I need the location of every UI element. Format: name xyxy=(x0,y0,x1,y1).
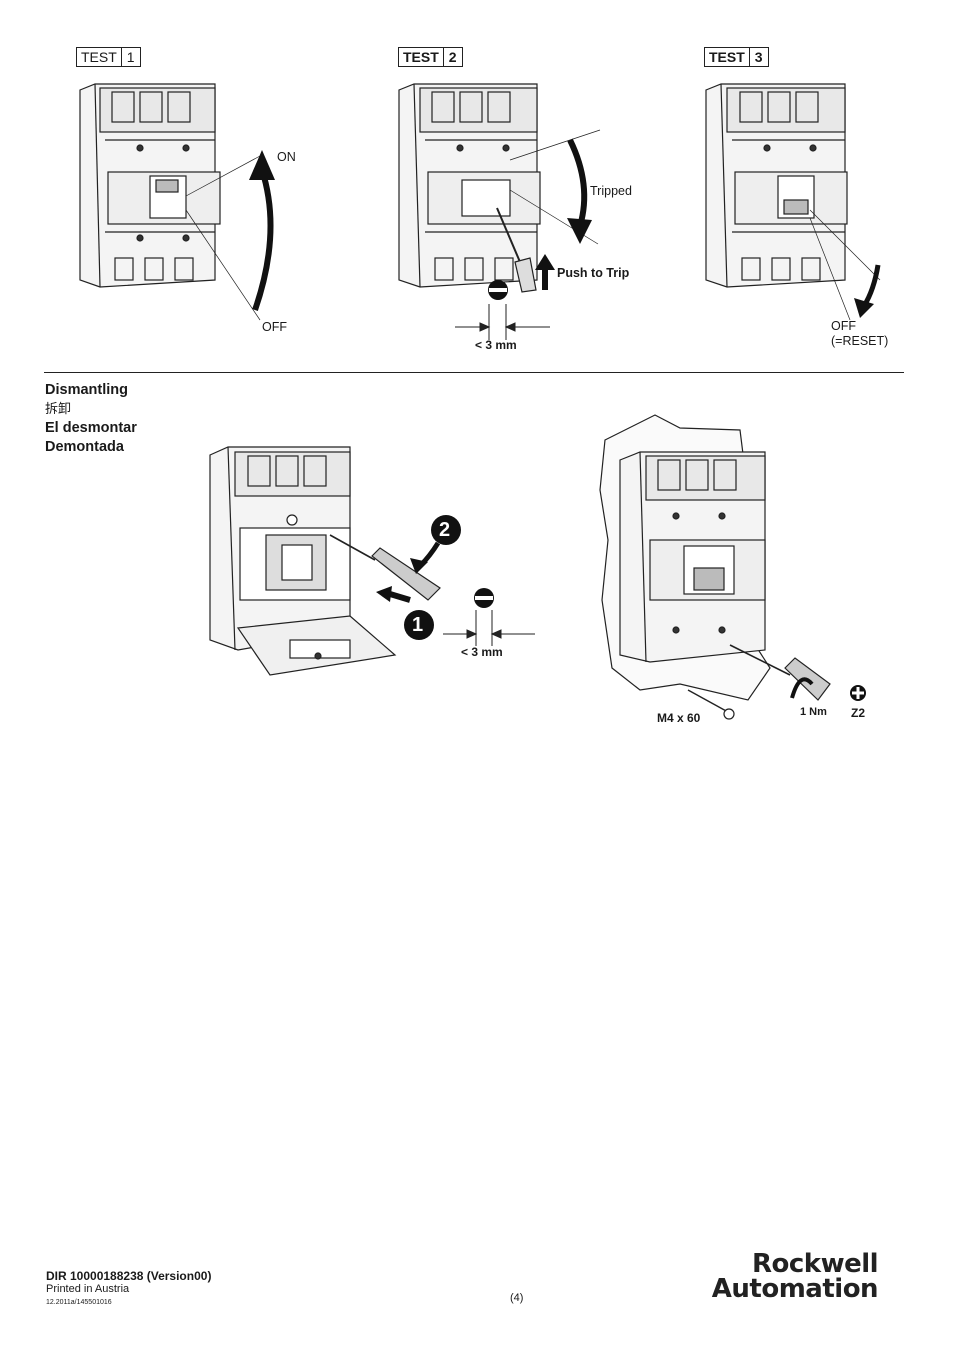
printed-in: Printed in Austria xyxy=(46,1283,130,1295)
title-chinese: 拆卸 xyxy=(45,402,72,417)
off-label: OFF xyxy=(262,320,287,334)
test-word: TEST xyxy=(77,48,122,66)
title-spanish: El desmontar xyxy=(45,420,137,436)
footer-doc-info: DIR 10000188238 (Version00) Printed in A… xyxy=(46,1270,211,1309)
title-english: Dismantling xyxy=(45,382,128,398)
step-1-number: 1 xyxy=(412,614,424,636)
test-word: TEST xyxy=(399,48,444,66)
gap-label: < 3 mm xyxy=(461,645,503,659)
document-id: DIR 10000188238 (Version00) xyxy=(46,1269,212,1283)
logo-line-1: Rockwell xyxy=(752,1249,879,1279)
test-2-label: TEST 2 xyxy=(398,47,463,67)
test-number: 2 xyxy=(448,49,457,65)
gap-label: < 3 mm xyxy=(475,338,517,352)
push-to-trip-label: Push to Trip xyxy=(557,266,630,280)
section-divider xyxy=(44,372,904,373)
reset-label: (=RESET) xyxy=(831,334,889,348)
page-number: (4) xyxy=(510,1292,524,1304)
dismantling-heading: Dismantling 拆卸 El desmontar Demontada xyxy=(45,381,137,457)
test-number: 3 xyxy=(754,49,763,65)
test-1-label: TEST 1 xyxy=(76,47,141,67)
bit-label: Z2 xyxy=(851,706,866,720)
title-portuguese: Demontada xyxy=(45,439,124,455)
print-code: 12.2011a/145501016 xyxy=(46,1299,112,1306)
torque-label: 1 Nm xyxy=(800,706,827,718)
screw-size-label: M4 x 60 xyxy=(657,711,701,725)
test-word: TEST xyxy=(705,48,750,66)
step-2-number: 2 xyxy=(439,519,451,541)
logo-line-2: Automation xyxy=(711,1274,879,1304)
test-3-label: TEST 3 xyxy=(704,47,769,67)
off-label: OFF xyxy=(831,319,856,333)
on-label: ON xyxy=(277,150,296,164)
test-number: 1 xyxy=(126,49,135,65)
tripped-label: Tripped xyxy=(590,184,632,198)
rockwell-automation-logo: Rockwell Automation xyxy=(700,1249,879,1304)
